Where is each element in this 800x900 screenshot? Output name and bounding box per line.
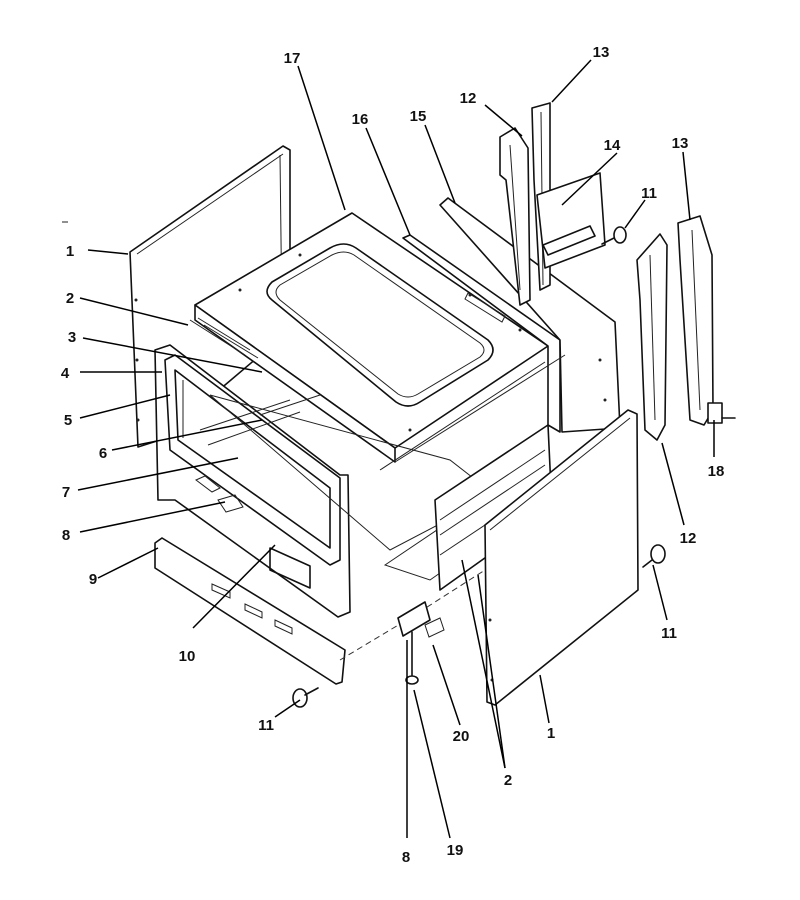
callout-15: 15: [410, 108, 427, 125]
leveling-leg-assembly: [397, 601, 445, 685]
callout-9: 9: [89, 571, 97, 588]
callout-13-top: 13: [593, 44, 610, 61]
kick-panel: [154, 537, 346, 685]
callout-14: 14: [604, 137, 621, 154]
callout-11-top: 11: [641, 185, 657, 202]
callout-6: 6: [99, 445, 107, 462]
leader-lines: [77, 59, 715, 839]
callout-5: 5: [64, 412, 72, 429]
callout-11-bottom-left: 11: [258, 717, 274, 734]
rear-upright-12-left: [499, 127, 531, 306]
callout-3: 3: [68, 329, 76, 346]
callout-8-bottom: 8: [402, 849, 410, 866]
rear-upright-13-right: [677, 215, 714, 426]
callout-12-right: 12: [680, 530, 697, 547]
callout-10: 10: [179, 648, 196, 665]
callout-8-left: 8: [62, 527, 70, 544]
rear-upright-12-right: [636, 233, 668, 441]
callout-numbers: 1 2 3 4 5 6 7 8 9 10 11 11 11 12 12 13 1…: [61, 44, 725, 866]
callout-1-right: 1: [547, 725, 555, 742]
callout-19: 19: [447, 842, 464, 859]
front-frame: [154, 317, 351, 618]
callout-4: 4: [61, 365, 70, 382]
callout-2-left: 2: [66, 290, 74, 307]
callout-17: 17: [284, 50, 301, 67]
callout-18: 18: [708, 463, 725, 480]
screw-11-top: [601, 226, 627, 245]
callout-13-right: 13: [672, 135, 689, 152]
callout-20: 20: [453, 728, 470, 745]
callout-16: 16: [352, 111, 369, 128]
callout-12-top: 12: [460, 90, 477, 107]
callout-11-right: 11: [661, 625, 677, 642]
callout-7: 7: [62, 484, 70, 501]
bracket-18: [707, 402, 736, 424]
screw-11-bottom-left: [292, 687, 319, 708]
callout-1-left: 1: [66, 243, 74, 260]
screw-11-right: [642, 544, 666, 568]
callout-2-right: 2: [504, 772, 512, 789]
vent-panel-14: [536, 172, 606, 269]
